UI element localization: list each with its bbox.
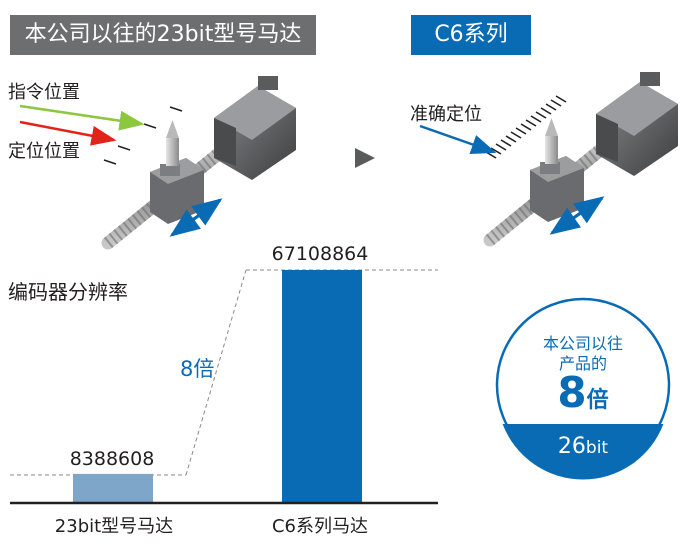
badge-bits: 26bit — [497, 434, 669, 459]
category-label-c6: C6系列马达 — [271, 516, 369, 537]
accurate-position-label: 准确定位 — [410, 104, 482, 125]
command-position-label: 指令位置 — [8, 82, 80, 103]
badge-line1: 本公司以往 — [542, 334, 623, 353]
category-label-23bit: 23bit型号马达 — [54, 516, 174, 537]
bar-23bit-motor — [73, 473, 153, 503]
bar-value-label-23bit: 8388608 — [69, 448, 155, 470]
badge-bits-unit: bit — [585, 438, 609, 458]
badge-multiplier: 8倍 — [497, 368, 669, 417]
badge-bits-number: 26 — [557, 434, 586, 459]
set-position-label: 定位位置 — [8, 141, 80, 162]
right-ballscrew-illustration — [419, 72, 678, 247]
left-ballscrew-illustration — [19, 76, 296, 250]
eight-times-badge — [495, 297, 671, 480]
bar-c6-series-motor — [282, 270, 362, 503]
c6-series-header: C6系列 — [411, 15, 531, 55]
badge-line2: 产品的 — [558, 354, 607, 373]
encoder-resolution-label: 编码器分辨率 — [8, 280, 128, 304]
badge-multiplier-number: 8 — [557, 368, 587, 417]
ratio-annotation: 8倍 — [180, 357, 215, 381]
badge-multiplier-unit: 倍 — [586, 388, 609, 413]
next-arrow-icon — [355, 148, 375, 168]
resolution-chart — [10, 269, 438, 505]
current-model-header: 本公司以往的23bit型号马达 — [10, 15, 316, 55]
bar-value-label-c6: 67108864 — [271, 243, 369, 265]
